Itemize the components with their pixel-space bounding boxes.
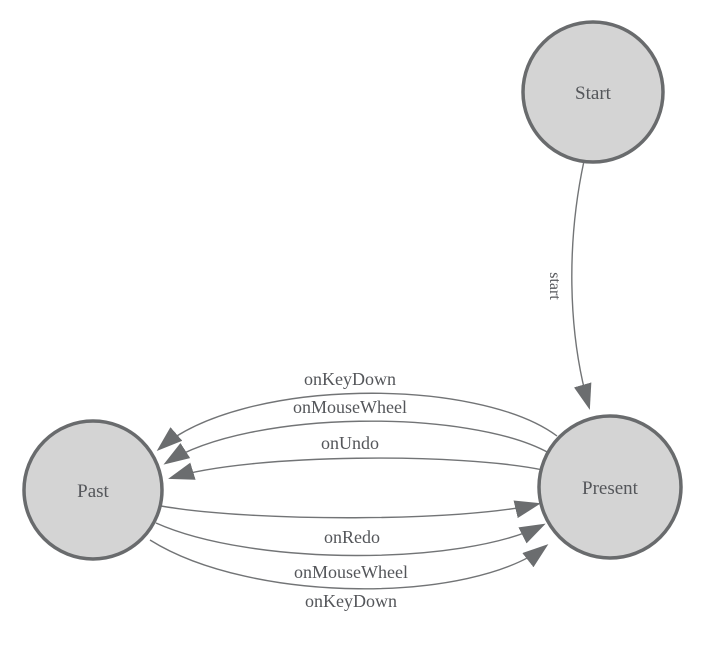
- edge-past-to-present-onkeydown: [149, 539, 549, 590]
- edge-label-onkeydown-bottom: onKeyDown: [305, 591, 397, 611]
- edge-group: [149, 160, 592, 590]
- edge-label-onmousewheel-bottom: onMouseWheel: [294, 562, 408, 582]
- node-group: Start Present Past: [22, 20, 683, 561]
- edge-label-onkeydown-top: onKeyDown: [304, 369, 396, 389]
- node-present[interactable]: Present: [537, 414, 683, 560]
- node-past-label: Past: [77, 481, 109, 502]
- edge-label-start: start: [546, 272, 563, 300]
- node-start-label: Start: [575, 83, 612, 104]
- edge-label-onredo: onRedo: [324, 527, 380, 547]
- edge-past-to-present-onredo: [160, 500, 541, 519]
- node-start[interactable]: Start: [521, 20, 665, 164]
- edge-start-to-present: [571, 160, 592, 410]
- node-past-circle[interactable]: [22, 419, 164, 561]
- edge-present-to-past-onmousewheel: [163, 420, 550, 465]
- node-start-circle[interactable]: [521, 20, 665, 164]
- edge-label-group: start onKeyDown onMouseWheel onUndo onRe…: [293, 272, 563, 611]
- edge-label-onmousewheel-top: onMouseWheel: [293, 397, 407, 417]
- edge-present-to-past-onundo: [168, 457, 544, 480]
- node-present-label: Present: [582, 478, 639, 499]
- edge-label-onundo: onUndo: [321, 433, 379, 453]
- edge-present-to-past-onkeydown: [156, 392, 558, 451]
- node-present-circle[interactable]: [537, 414, 683, 560]
- node-past[interactable]: Past: [22, 419, 164, 561]
- edge-past-to-present-onmousewheel: [155, 522, 546, 557]
